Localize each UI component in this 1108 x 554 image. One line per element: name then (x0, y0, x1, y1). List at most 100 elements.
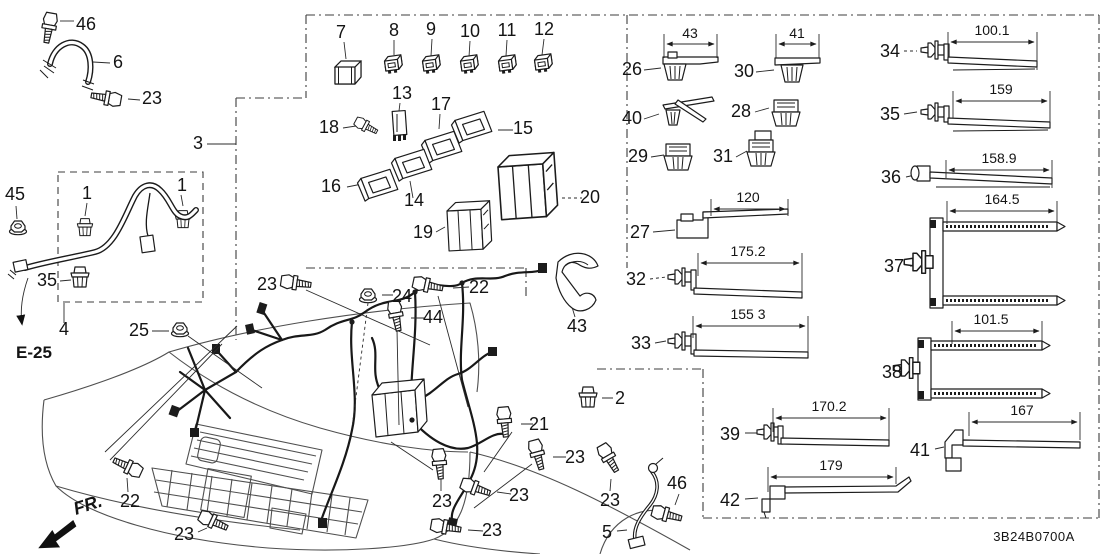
callout-45[interactable]: 45 (5, 184, 25, 204)
callout-21[interactable]: 21 (529, 414, 549, 434)
callout-17[interactable]: 17 (431, 94, 451, 114)
callout-28[interactable]: 28 (731, 101, 751, 121)
callout-27[interactable]: 27 (630, 222, 650, 242)
part-nut-45 (8, 220, 28, 236)
callout-42[interactable]: 42 (720, 490, 740, 510)
dimension-33-label: 155 3 (730, 306, 765, 322)
callout-35-left[interactable]: 35 (37, 270, 57, 290)
part-clip-29 (663, 143, 693, 171)
part-bolt-23-d (458, 475, 493, 501)
part-bolt-23-b (279, 273, 313, 293)
callout-1-right[interactable]: 1 (177, 175, 187, 195)
callout-6[interactable]: 6 (113, 52, 123, 72)
callout-24[interactable]: 24 (392, 286, 412, 306)
callout-40[interactable]: 40 (622, 108, 642, 128)
callout-2[interactable]: 2 (615, 388, 625, 408)
dimension-30-label: 41 (789, 25, 805, 41)
callout-10[interactable]: 10 (460, 21, 480, 41)
callout-13[interactable]: 13 (392, 83, 412, 103)
callout-22-a[interactable]: 22 (120, 491, 140, 511)
callout-35-right[interactable]: 35 (880, 104, 900, 124)
callout-7[interactable]: 7 (336, 22, 346, 42)
part-grommet-35-left (70, 266, 90, 288)
part-bolt-23-c (430, 447, 449, 481)
dimension-32-label: 175.2 (730, 243, 765, 259)
dimension-34-label: 100.1 (974, 22, 1009, 38)
callout-23-c[interactable]: 23 (432, 491, 452, 511)
dimension-41-label: 167 (1010, 402, 1034, 418)
part-relay-16 (355, 168, 400, 203)
callout-19[interactable]: 19 (413, 222, 433, 242)
callout-8[interactable]: 8 (389, 20, 399, 40)
part-bracket-43 (555, 252, 599, 312)
callout-29[interactable]: 29 (628, 146, 648, 166)
callout-23-g[interactable]: 23 (600, 490, 620, 510)
callout-36[interactable]: 36 (881, 167, 901, 187)
callout-16[interactable]: 16 (321, 176, 341, 196)
part-bolt-22-a (110, 453, 145, 480)
callout-15[interactable]: 15 (513, 118, 533, 138)
part-clip-26 (662, 51, 719, 81)
callout-23-f[interactable]: 23 (565, 447, 585, 467)
callout-32[interactable]: 32 (626, 269, 646, 289)
callout-3[interactable]: 3 (193, 133, 203, 153)
callout-37[interactable]: 37 (884, 256, 904, 276)
callout-12[interactable]: 12 (534, 19, 554, 39)
part-cable-5 (627, 457, 664, 550)
callout-1-left[interactable]: 1 (82, 183, 92, 203)
callout-9[interactable]: 9 (426, 19, 436, 39)
callout-26[interactable]: 26 (622, 59, 642, 79)
part-nut-25 (170, 322, 190, 338)
callout-23-top[interactable]: 23 (142, 88, 162, 108)
callout-46-bottom[interactable]: 46 (667, 473, 687, 493)
callout-34[interactable]: 34 (880, 41, 900, 61)
callout-39[interactable]: 39 (720, 424, 740, 444)
dimension-37: 164.5 (946, 191, 1058, 226)
callout-46-top[interactable]: 46 (76, 14, 96, 34)
callout-23-d[interactable]: 23 (509, 485, 529, 505)
callout-31[interactable]: 31 (713, 146, 733, 166)
part-fuse-10 (459, 54, 480, 75)
callout-5[interactable]: 5 (602, 522, 612, 542)
callout-4[interactable]: 4 (59, 319, 69, 339)
callout-11[interactable]: 11 (498, 20, 517, 40)
part-bolt-23-f (526, 437, 549, 472)
callout-38[interactable]: 38 (882, 362, 902, 382)
callout-44[interactable]: 44 (423, 307, 443, 327)
part-relay-13 (391, 109, 408, 141)
part-tie-35 (920, 102, 1051, 132)
part-tie-36 (910, 165, 1053, 188)
part-clip-30 (774, 57, 821, 83)
harness-4-box (57, 171, 204, 303)
dimension-39-label: 170.2 (811, 398, 846, 414)
callout-41[interactable]: 41 (910, 440, 930, 460)
part-clip-27 (676, 208, 789, 239)
callout-14[interactable]: 14 (404, 190, 424, 210)
callout-33[interactable]: 33 (631, 333, 651, 353)
diagram-code: 3B24B0700A (993, 529, 1075, 544)
part-nut-24 (358, 288, 378, 304)
part-screw-18 (352, 115, 380, 138)
part-fuse-11 (497, 54, 518, 75)
callout-25[interactable]: 25 (129, 320, 149, 340)
dimension-30: 41 (775, 25, 820, 58)
part-bolt-23-g (594, 441, 624, 476)
part-fuse-8 (383, 54, 404, 75)
dimension-33: 155 3 (692, 306, 809, 355)
part-bracket-41 (944, 429, 1081, 472)
callout-23-e[interactable]: 23 (482, 520, 502, 540)
callout-30[interactable]: 30 (734, 61, 754, 81)
dimension-35-label: 159 (989, 81, 1013, 97)
part-fuse-7 (334, 60, 362, 85)
callout-23-h[interactable]: 23 (174, 524, 194, 544)
dimension-38: 101.5 (951, 311, 1043, 344)
e25-reference[interactable]: E-25 (16, 343, 52, 362)
callout-18[interactable]: 18 (319, 117, 339, 137)
callout-22-b[interactable]: 22 (469, 277, 489, 297)
callout-20[interactable]: 20 (580, 187, 600, 207)
callout-43[interactable]: 43 (567, 316, 587, 336)
callout-23-b[interactable]: 23 (257, 274, 277, 294)
part-clip-40 (662, 96, 715, 126)
dimension-38-label: 101.5 (973, 311, 1008, 327)
part-tie-39 (756, 422, 890, 447)
